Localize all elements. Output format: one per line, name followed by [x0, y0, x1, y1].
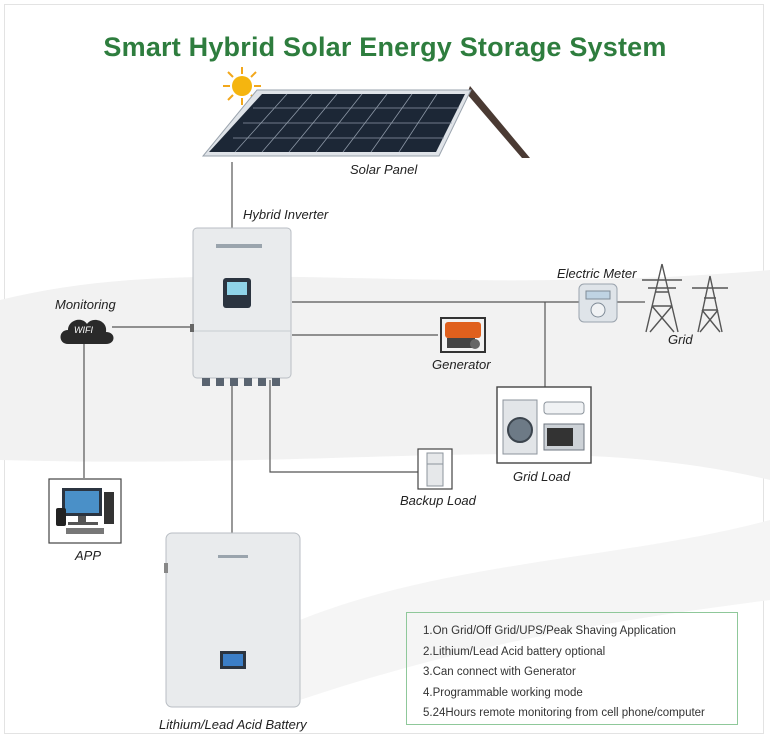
feature-item-1: 1.On Grid/Off Grid/UPS/Peak Shaving Appl…	[423, 625, 676, 637]
electric-meter-icon	[578, 283, 618, 323]
generator-icon	[440, 317, 486, 353]
feature-item-2: 2.Lithium/Lead Acid battery optional	[423, 645, 606, 658]
battery-label: Lithium/Lead Acid Battery	[159, 717, 307, 732]
hybrid-inverter-label: Hybrid Inverter	[243, 207, 329, 222]
hybrid-inverter-icon	[190, 227, 292, 386]
computer-icon	[48, 478, 122, 544]
generator-label: Generator	[432, 357, 491, 372]
feature-item-5: 5.24Hours remote monitoring from cell ph…	[423, 707, 705, 719]
solar-panel-label: Solar Panel	[350, 162, 418, 177]
sun-icon	[223, 67, 261, 105]
app-label: APP	[75, 548, 102, 563]
monitoring-label: Monitoring	[55, 297, 116, 312]
feature-item-4: 4.Programmable working mode	[423, 686, 583, 699]
feature-item-3: 3.Can connect with Generator	[423, 666, 576, 678]
features-box: 1.On Grid/Off Grid/UPS/Peak Shaving Appl…	[406, 612, 738, 725]
electric-meter-label: Electric Meter	[557, 266, 637, 281]
grid-tower-icon	[642, 263, 728, 333]
backup-load-label: Backup Load	[400, 493, 476, 508]
diagram-title: Smart Hybrid Solar Energy Storage System	[103, 32, 667, 62]
grid-label: Grid	[668, 332, 693, 347]
solar-panel-icon	[201, 86, 530, 158]
grid-load-appliances-icon	[496, 386, 592, 464]
grid-load-label: Grid Load	[513, 469, 571, 484]
battery-icon	[164, 532, 301, 708]
backup-load-icon	[417, 448, 453, 490]
cloud-icon	[60, 319, 114, 344]
wifi-label: WIFI	[74, 325, 93, 335]
